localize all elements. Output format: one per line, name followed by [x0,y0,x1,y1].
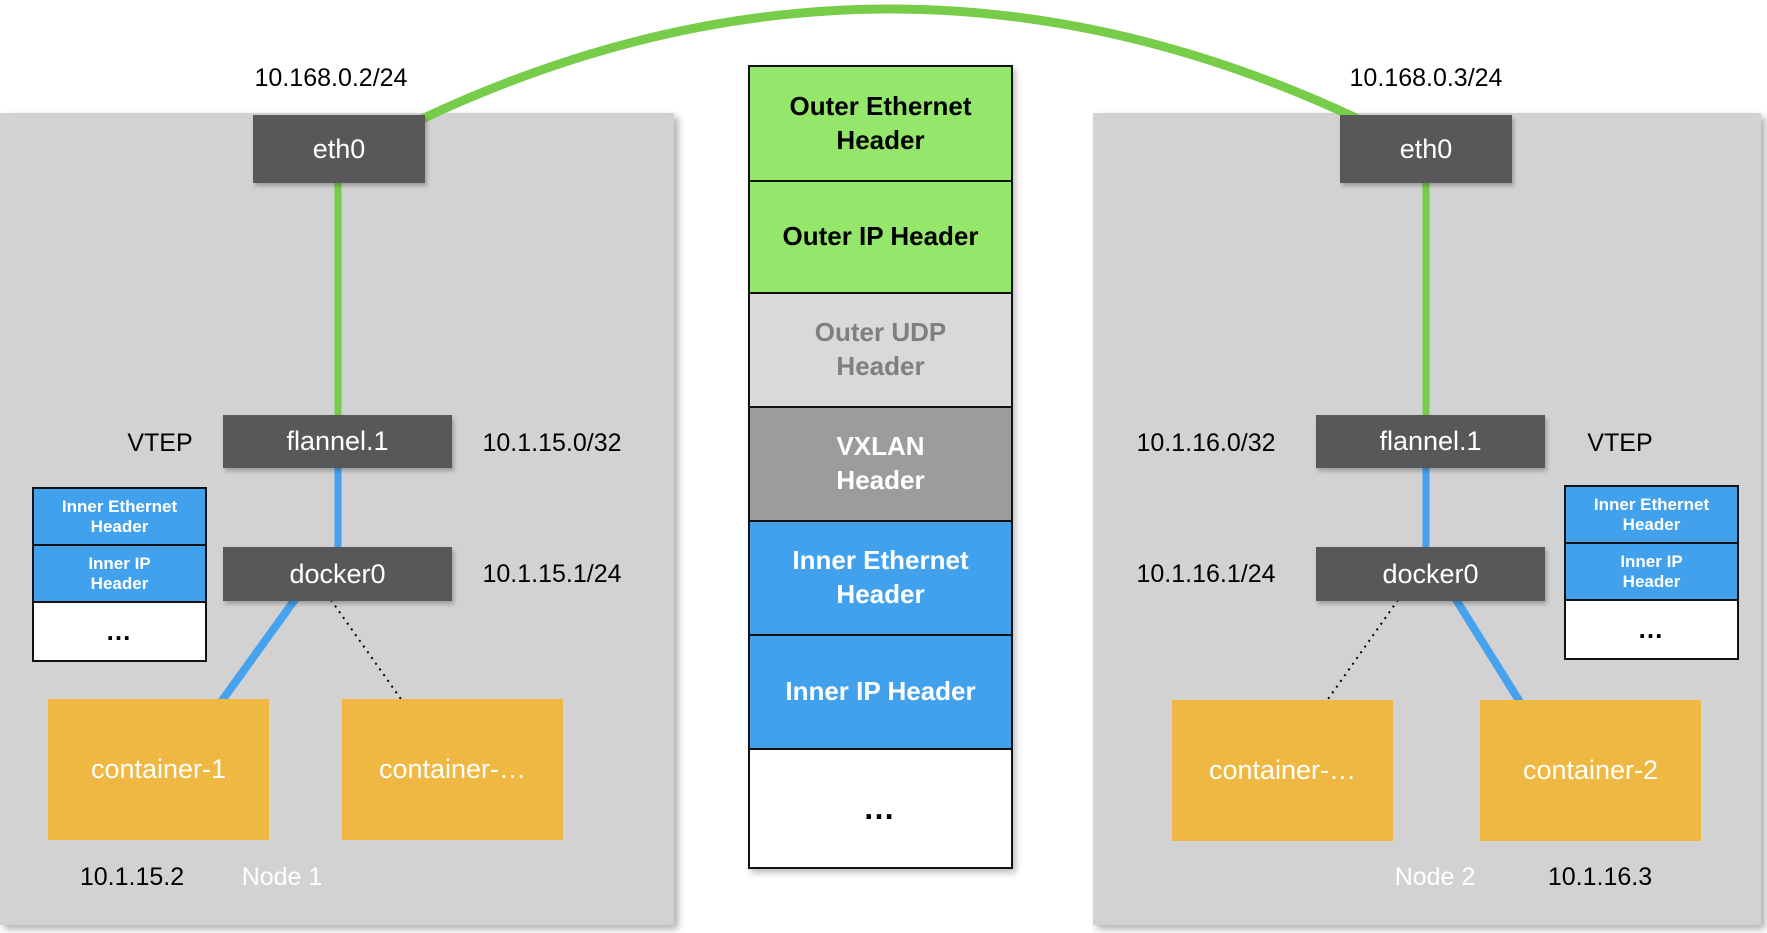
node2-inner-ethernet-header-label: Inner Ethernet Header [1593,494,1710,534]
node1-inner-ethernet-header-label: Inner Ethernet Header [61,496,178,536]
vxlan-header-cell: VXLAN Header [750,408,1011,522]
node1-container-ellipsis-box: container-… [342,699,563,840]
node1-eth0-ip-label: 10.168.0.2/24 [254,63,408,92]
node1-docker-container1-link [217,594,300,706]
node1-inner-packet-stack: Inner Ethernet Header Inner IP Header … [32,487,207,662]
node2-docker0-ip-label: 10.1.16.1/24 [1136,559,1276,588]
node2-flannel-box: flannel.1 [1316,415,1545,468]
node2-vtep-label: VTEP [1587,428,1653,457]
node2-container-ellipsis-box: container-… [1172,700,1393,841]
node2-inner-stack-ellipsis-cell: … [1566,601,1737,658]
outer-udp-header-label: Outer UDP Header [814,317,947,381]
node1-inner-stack-ellipsis-cell: … [34,603,205,660]
outer-ethernet-header-cell: Outer Ethernet Header [750,67,1011,182]
outer-ip-header-cell: Outer IP Header [750,182,1011,294]
node2-flannel-ip-label: 10.1.16.0/32 [1136,428,1276,457]
node2-inner-packet-stack: Inner Ethernet Header Inner IP Header … [1564,485,1739,660]
node1-container-1-box: container-1 [48,699,269,840]
inner-ip-header-cell: Inner IP Header [750,636,1011,750]
payload-ellipsis-cell: … [750,750,1011,867]
node1-docker0-box: docker0 [223,547,452,601]
node1-vtep-label: VTEP [127,428,193,457]
node2-docker-container2-link [1451,594,1524,706]
node2-container2-ip-label: 10.1.16.3 [1547,862,1653,891]
node1-flannel-box: flannel.1 [223,415,452,468]
node2-inner-ip-header-label: Inner IP Header [1620,551,1683,591]
node1-inner-ip-header-cell: Inner IP Header [34,546,205,603]
payload-ellipsis-label: … [863,789,898,826]
node2-eth0-box: eth0 [1340,115,1512,183]
overlay-tunnel-link [419,4,1361,123]
node1-inner-ip-header-label: Inner IP Header [88,553,151,593]
inner-ethernet-header-label: Inner Ethernet Header [792,545,969,609]
node2-inner-ip-header-cell: Inner IP Header [1566,544,1737,601]
node1-inner-ethernet-header-cell: Inner Ethernet Header [34,489,205,546]
outer-udp-header-cell: Outer UDP Header [750,294,1011,408]
node1-inner-stack-ellipsis-label: … [105,615,134,646]
inner-ip-header-label: Inner IP Header [785,676,976,707]
node2-docker-container-dotted-link [1325,599,1399,703]
inner-ethernet-header-cell: Inner Ethernet Header [750,522,1011,636]
node1-name-label: Node 1 [241,862,323,891]
vxlan-header-label: VXLAN Header [836,431,925,495]
node1-docker-container-dotted-link [330,599,404,703]
vxlan-packet-structure: Outer Ethernet Header Outer IP Header Ou… [748,65,1013,869]
node1-flannel-ip-label: 10.1.15.0/32 [482,428,622,457]
outer-ethernet-header-label: Outer Ethernet Header [789,90,972,155]
node1-docker0-ip-label: 10.1.15.1/24 [482,559,622,588]
node1-eth0-box: eth0 [253,115,425,183]
node1-container1-ip-label: 10.1.15.2 [79,862,185,891]
node2-name-label: Node 2 [1394,862,1476,891]
node2-inner-ethernet-header-cell: Inner Ethernet Header [1566,487,1737,544]
node2-inner-stack-ellipsis-label: … [1637,613,1666,644]
outer-ip-header-label: Outer IP Header [782,221,979,252]
node2-container-2-box: container-2 [1480,700,1701,841]
node2-eth0-ip-label: 10.168.0.3/24 [1349,63,1503,92]
node2-docker0-box: docker0 [1316,547,1545,601]
